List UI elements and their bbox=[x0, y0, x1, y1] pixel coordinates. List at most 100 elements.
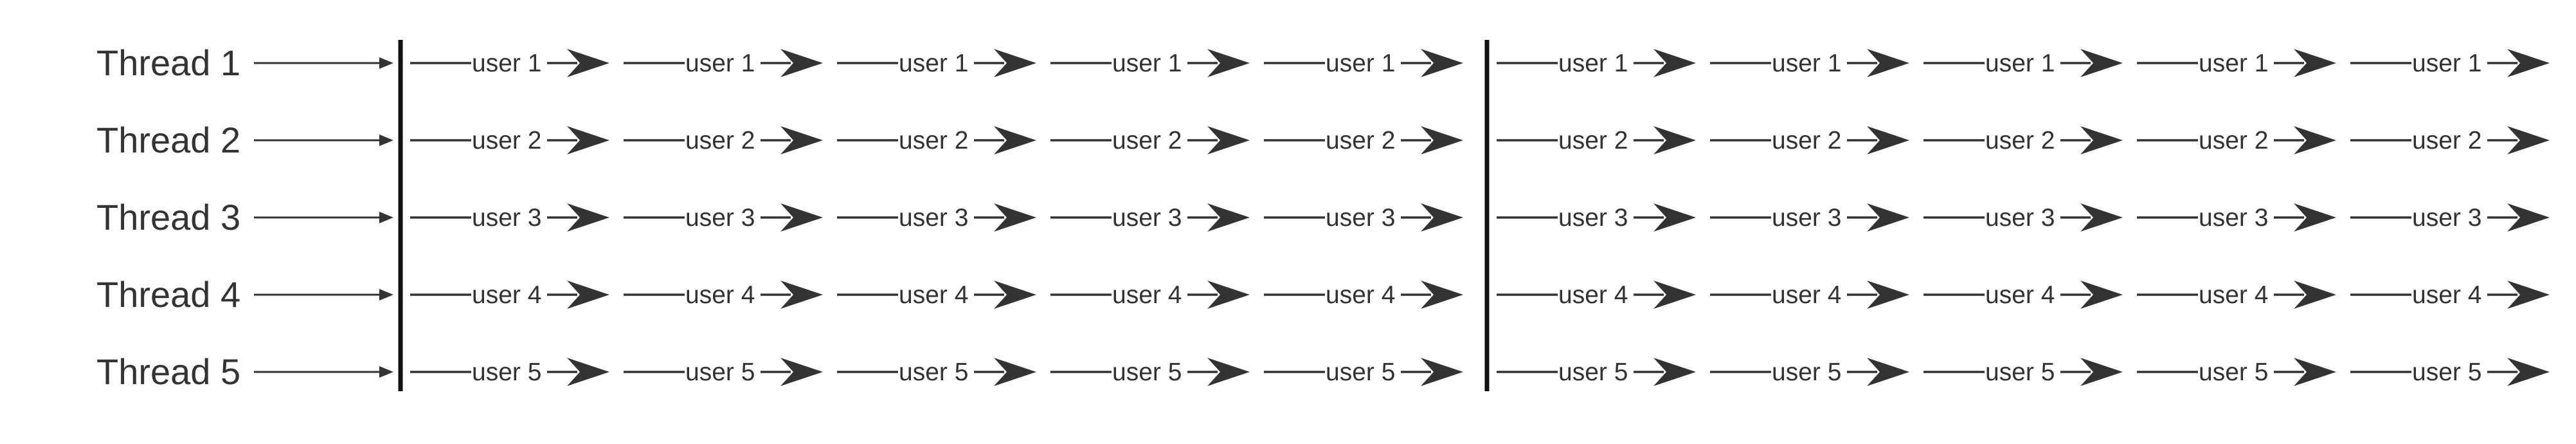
arrow-head-icon bbox=[1653, 49, 1696, 77]
user-arrow: user 3 bbox=[1710, 203, 1909, 232]
arrow-head-icon bbox=[994, 281, 1036, 309]
user-label: user 5 bbox=[2412, 358, 2481, 386]
user-arrow: user 3 bbox=[624, 203, 823, 232]
user-label: user 5 bbox=[1985, 358, 2055, 386]
user-label: user 3 bbox=[2199, 204, 2268, 232]
user-arrow: user 2 bbox=[2350, 126, 2550, 154]
user-arrow: user 4 bbox=[624, 281, 823, 309]
user-arrow: user 5 bbox=[2350, 358, 2550, 386]
arrow-head-icon bbox=[994, 358, 1036, 386]
user-arrow: user 1 bbox=[837, 49, 1036, 77]
arrow-head-icon bbox=[567, 49, 609, 77]
user-label: user 2 bbox=[685, 127, 755, 154]
user-arrow: user 3 bbox=[2350, 203, 2550, 232]
user-arrow: user 2 bbox=[1497, 126, 1696, 154]
user-arrow: user 4 bbox=[410, 281, 609, 309]
user-arrow: user 4 bbox=[837, 281, 1036, 309]
user-arrow: user 5 bbox=[624, 358, 823, 386]
arrow-head-icon bbox=[780, 126, 823, 154]
user-arrow: user 3 bbox=[1050, 203, 1250, 232]
user-label: user 1 bbox=[899, 50, 968, 77]
arrow-head-icon bbox=[2507, 281, 2550, 309]
arrow-head-icon bbox=[2294, 358, 2336, 386]
thread-label: Thread 3 bbox=[96, 197, 240, 237]
user-arrow: user 2 bbox=[1923, 126, 2123, 154]
user-arrow: user 2 bbox=[1264, 126, 1463, 154]
user-label: user 1 bbox=[1112, 50, 1182, 77]
user-label: user 3 bbox=[899, 204, 968, 232]
user-label: user 3 bbox=[1112, 204, 1182, 232]
arrow-head-icon bbox=[994, 49, 1036, 77]
arrow-head-icon bbox=[1867, 203, 1909, 232]
user-arrow: user 5 bbox=[1497, 358, 1696, 386]
user-arrow: user 5 bbox=[2137, 358, 2336, 386]
user-label: user 5 bbox=[472, 358, 541, 386]
user-arrow: user 3 bbox=[2137, 203, 2336, 232]
user-label: user 1 bbox=[1772, 50, 1841, 77]
thread-arrow-head-icon bbox=[379, 289, 393, 301]
barriers bbox=[398, 40, 1490, 391]
user-label: user 5 bbox=[1558, 358, 1628, 386]
arrow-head-icon bbox=[780, 49, 823, 77]
arrow-head-icon bbox=[567, 358, 609, 386]
user-arrow: user 1 bbox=[1923, 49, 2123, 77]
user-arrow: user 1 bbox=[410, 49, 609, 77]
user-arrow: user 4 bbox=[1923, 281, 2123, 309]
arrow-head-icon bbox=[1207, 358, 1250, 386]
user-arrow: user 3 bbox=[837, 203, 1036, 232]
thread-label: Thread 4 bbox=[96, 274, 240, 315]
user-arrow: user 2 bbox=[2137, 126, 2336, 154]
arrow-head-icon bbox=[2080, 281, 2123, 309]
user-arrow: user 4 bbox=[1710, 281, 1909, 309]
user-arrow: user 2 bbox=[837, 126, 1036, 154]
user-label: user 2 bbox=[1772, 127, 1841, 154]
user-label: user 5 bbox=[1326, 358, 1395, 386]
user-label: user 3 bbox=[1772, 204, 1841, 232]
user-arrow: user 2 bbox=[410, 126, 609, 154]
arrow-head-icon bbox=[567, 203, 609, 232]
user-label: user 5 bbox=[1772, 358, 1841, 386]
arrow-head-icon bbox=[780, 203, 823, 232]
arrow-head-icon bbox=[1653, 281, 1696, 309]
user-arrow: user 2 bbox=[1050, 126, 1250, 154]
arrow-head-icon bbox=[1421, 358, 1463, 386]
user-label: user 4 bbox=[472, 281, 541, 309]
arrow-head-icon bbox=[2507, 203, 2550, 232]
user-label: user 5 bbox=[2199, 358, 2268, 386]
user-label: user 4 bbox=[1985, 281, 2055, 309]
user-arrow: user 2 bbox=[1710, 126, 1909, 154]
arrow-head-icon bbox=[994, 203, 1036, 232]
user-label: user 4 bbox=[2412, 281, 2481, 309]
arrow-head-icon bbox=[1653, 358, 1696, 386]
arrow-head-icon bbox=[1421, 126, 1463, 154]
user-label: user 4 bbox=[1772, 281, 1841, 309]
arrow-head-icon bbox=[2080, 49, 2123, 77]
user-arrow: user 3 bbox=[1264, 203, 1463, 232]
arrow-head-icon bbox=[2294, 49, 2336, 77]
user-arrow: user 4 bbox=[1264, 281, 1463, 309]
arrow-head-icon bbox=[2080, 203, 2123, 232]
user-arrow: user 4 bbox=[2137, 281, 2336, 309]
thread-row-4: Thread 4 user 4 user 4 user 4 user 4 user 4 us… bbox=[96, 274, 2550, 315]
arrow-head-icon bbox=[1207, 49, 1250, 77]
user-label: user 4 bbox=[1558, 281, 1628, 309]
user-arrow: user 1 bbox=[2350, 49, 2550, 77]
user-arrow: user 1 bbox=[1710, 49, 1909, 77]
user-label: user 3 bbox=[685, 204, 755, 232]
arrow-head-icon bbox=[567, 281, 609, 309]
user-label: user 2 bbox=[2412, 127, 2481, 154]
user-arrow: user 3 bbox=[410, 203, 609, 232]
arrow-head-icon bbox=[1653, 126, 1696, 154]
arrow-head-icon bbox=[780, 358, 823, 386]
user-arrow: user 2 bbox=[624, 126, 823, 154]
user-label: user 3 bbox=[1558, 204, 1628, 232]
user-label: user 3 bbox=[1326, 204, 1395, 232]
user-arrow: user 5 bbox=[1923, 358, 2123, 386]
arrow-head-icon bbox=[567, 126, 609, 154]
user-arrow: user 3 bbox=[1923, 203, 2123, 232]
user-label: user 1 bbox=[1558, 50, 1628, 77]
